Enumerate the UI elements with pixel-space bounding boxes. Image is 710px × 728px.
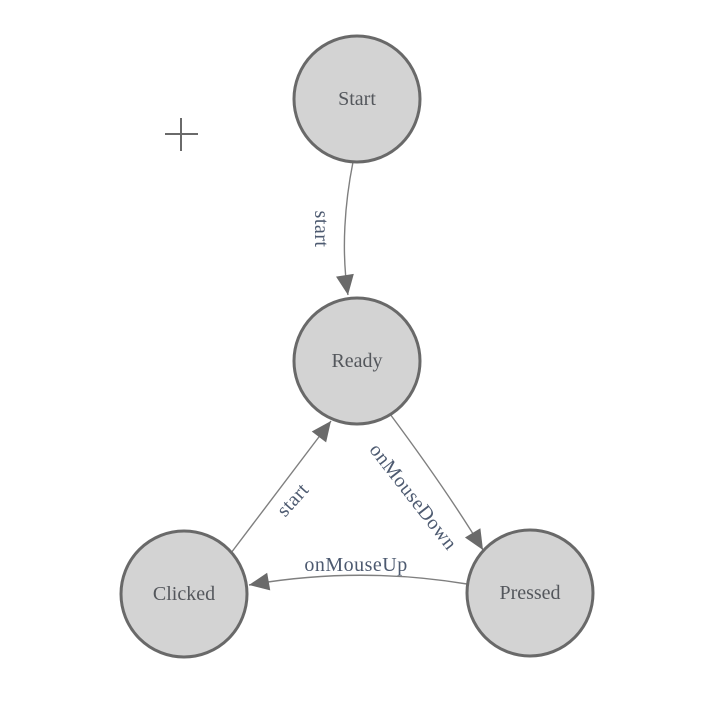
transition-label-start: start bbox=[310, 211, 332, 248]
state-label-start: Start bbox=[338, 88, 376, 110]
state-label-pressed: Pressed bbox=[499, 582, 560, 604]
state-circle-ready[interactable] bbox=[292, 296, 422, 426]
transition-arrow-ready-to-pressed[interactable] bbox=[389, 413, 484, 551]
state-node-ready[interactable]: Ready bbox=[292, 296, 422, 426]
state-node-pressed[interactable]: Pressed bbox=[465, 528, 595, 658]
transition-clicked-to-ready[interactable]: start bbox=[230, 420, 332, 554]
transition-arrow-clicked-to-ready[interactable] bbox=[230, 420, 332, 554]
state-circle-pressed[interactable] bbox=[465, 528, 595, 658]
transition-start-to-ready[interactable]: start bbox=[310, 161, 354, 296]
state-node-clicked[interactable]: Clicked bbox=[119, 529, 249, 659]
transition-arrow-start-to-ready[interactable] bbox=[336, 161, 354, 296]
state-node-start[interactable]: Start bbox=[292, 34, 422, 164]
transition-arrow-pressed-to-clicked[interactable] bbox=[248, 572, 468, 591]
state-circle-start[interactable] bbox=[292, 34, 422, 164]
transition-label-start-2: start bbox=[272, 479, 313, 521]
transition-pressed-to-clicked[interactable]: onMouseUp bbox=[248, 554, 468, 591]
crosshair-icon bbox=[165, 118, 198, 151]
transition-label-onmousedown: onMouseDown bbox=[365, 439, 462, 554]
state-label-ready: Ready bbox=[331, 350, 382, 372]
transition-label-onmouseup: onMouseUp bbox=[304, 554, 407, 576]
state-circle-clicked[interactable] bbox=[119, 529, 249, 659]
state-label-clicked: Clicked bbox=[153, 583, 215, 605]
transition-ready-to-pressed[interactable]: onMouseDown bbox=[365, 413, 484, 555]
